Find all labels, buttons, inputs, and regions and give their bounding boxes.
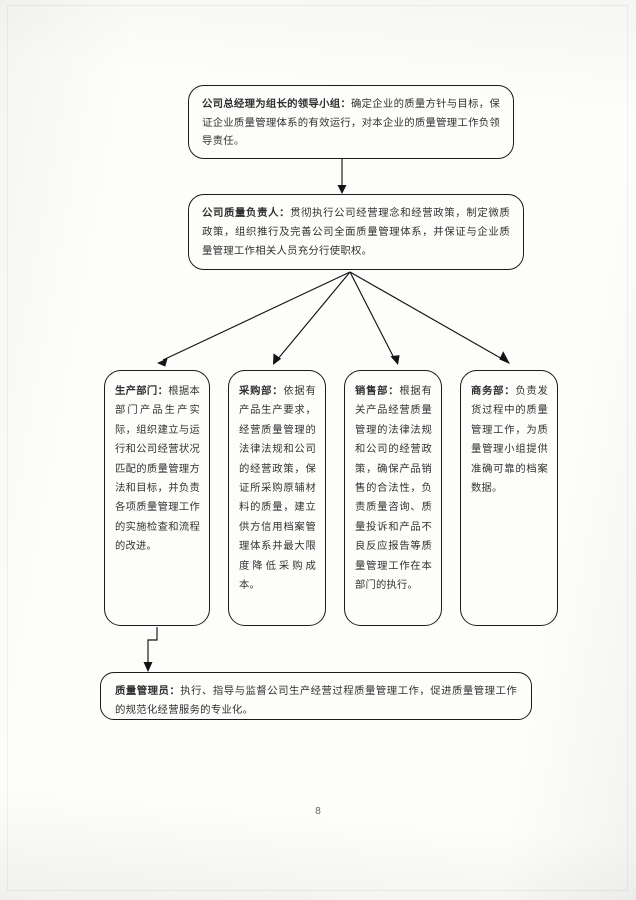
arrow-qualityleader-to-sales [349,271,400,365]
page-number: 8 [314,806,322,817]
node-quality-leader-body: 贯彻执行公司经营理念和经营政策，制定微质政策，组织推行及完善公司全面质量管理体系… [202,207,511,257]
node-lead-group-text: 公司总经理为组长的领导小组：确定企业的质量方针与目标，保证企业质量管理体系的有效… [189,86,513,151]
node-quality-officer[interactable]: 质量管理员：执行、指导与监督公司生产经营过程质量管理工作，促进质量管理工作的规范… [100,672,532,720]
node-lead-group-body: 确定企业的质量方针与目标，保证企业质量管理体系的有效运行，对本企业的质量管理工作… [202,98,500,148]
node-business-department[interactable]: 商务部：负责发货过程中的质量管理工作，为质量管理小组提供准确可靠的档案数据。 [460,370,558,626]
node-business-department-body: 负责发货过程中的质量管理工作，为质量管理小组提供准确可靠的档案数据。 [471,385,548,495]
node-business-department-role: 商务部： [471,385,516,397]
node-production-department-role: 生产部门： [115,385,169,397]
arrow-qualityleader-to-business [349,271,510,364]
arrow-qualityleader-to-purchasing [273,271,351,365]
node-lead-group-role: 公司总经理为组长的领导小组： [202,98,351,110]
node-quality-leader-role: 公司质量负责人： [202,207,291,219]
node-production-department-text: 生产部门：根据本部门产品生产实际，组织建立与运行和公司经营状况匹配的质量管理方法… [105,371,209,557]
node-business-department-text: 商务部：负责发货过程中的质量管理工作，为质量管理小组提供准确可靠的档案数据。 [461,371,557,498]
node-sales-department[interactable]: 销售部：根据有关产品经营质量管理的法律法规和公司的经营政策，确保产品销售的合法性… [344,370,442,626]
node-lead-group[interactable]: 公司总经理为组长的领导小组：确定企业的质量方针与目标，保证企业质量管理体系的有效… [188,85,514,159]
node-quality-officer-body: 执行、指导与监督公司生产经营过程质量管理工作，促进质量管理工作的规范化经营服务的… [115,685,518,716]
node-production-department[interactable]: 生产部门：根据本部门产品生产实际，组织建立与运行和公司经营状况匹配的质量管理方法… [104,370,210,626]
arrow-qualityleader-to-production [157,271,351,367]
node-purchasing-department-role: 采购部： [239,385,284,397]
arrow-leadgroup-to-qualityleader [337,159,347,194]
node-quality-leader[interactable]: 公司质量负责人：贯彻执行公司经营理念和经营政策，制定微质政策，组织推行及完善公司… [188,194,524,270]
arrow-production-to-qualityofficer [143,627,158,672]
node-quality-officer-text: 质量管理员：执行、指导与监督公司生产经营过程质量管理工作，促进质量管理工作的规范… [101,673,531,720]
node-quality-leader-text: 公司质量负责人：贯彻执行公司经营理念和经营政策，制定微质政策，组织推行及完善公司… [189,195,523,260]
node-sales-department-role: 销售部： [355,385,400,397]
node-purchasing-department-text: 采购部：依据有产品生产要求，经营质量管理的法律法规和公司的经营政策，保证所采购原… [229,371,325,595]
node-sales-department-body: 根据有关产品经营质量管理的法律法规和公司的经营政策，确保产品销售的合法性，负责质… [355,385,432,592]
node-sales-department-text: 销售部：根据有关产品经营质量管理的法律法规和公司的经营政策，确保产品销售的合法性… [345,371,441,595]
node-quality-officer-role: 质量管理员： [115,685,181,697]
node-purchasing-department-body: 依据有产品生产要求，经营质量管理的法律法规和公司的经营政策，保证所采购原辅材料的… [239,385,316,592]
node-purchasing-department[interactable]: 采购部：依据有产品生产要求，经营质量管理的法律法规和公司的经营政策，保证所采购原… [228,370,326,626]
node-production-department-body: 根据本部门产品生产实际，组织建立与运行和公司经营状况匹配的质量管理方法和目标，并… [115,385,200,553]
